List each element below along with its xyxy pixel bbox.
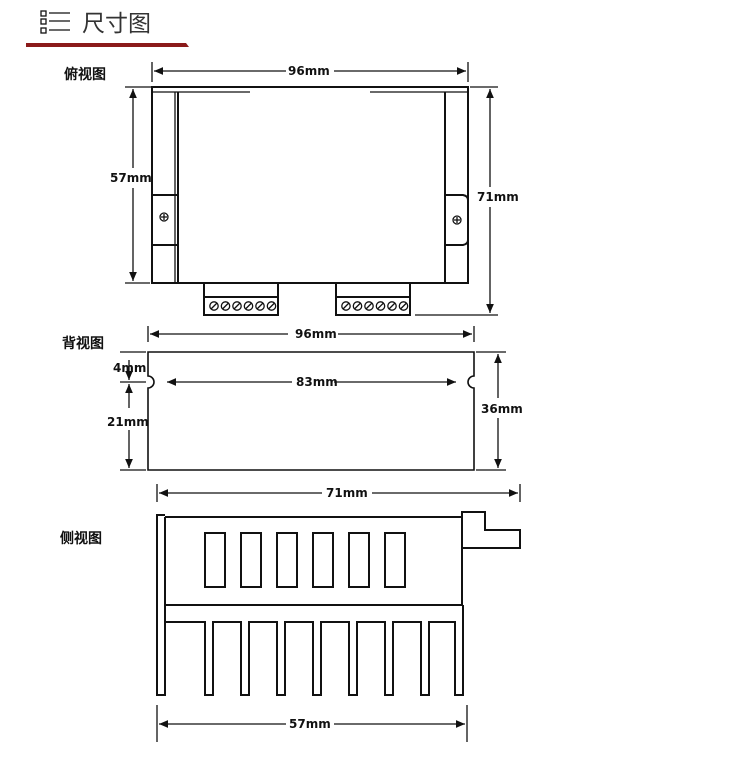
terminal-block-left	[203, 282, 279, 316]
side-view-label: 侧视图	[60, 530, 102, 547]
screw-icon	[159, 212, 169, 222]
vent-window	[240, 532, 262, 588]
terminal-screw-icon	[255, 301, 265, 311]
terminal-screw-icon	[387, 301, 397, 311]
vent-window	[204, 532, 226, 588]
back-width-dim: 96mm	[295, 327, 337, 341]
vent-window	[312, 532, 334, 588]
back-view	[120, 326, 506, 471]
terminal-screw-icon	[220, 301, 231, 311]
terminal-block-right	[335, 282, 411, 316]
vent-window	[276, 532, 298, 588]
vent-window	[384, 532, 406, 588]
page-title: 尺寸图	[82, 11, 151, 37]
terminal-screw-icon	[375, 301, 386, 311]
terminal-screw-icon	[364, 301, 374, 311]
back-offset-dim: 4mm	[113, 361, 146, 375]
terminal-screw-icon	[243, 301, 254, 311]
list-icon	[40, 10, 70, 34]
top-view-label: 俯视图	[64, 66, 106, 83]
back-lower-dim: 21mm	[107, 415, 149, 429]
top-inner-height-dim: 57mm	[110, 171, 152, 185]
terminal-screw-icon	[232, 301, 242, 311]
back-hole-spacing-dim: 83mm	[296, 375, 338, 389]
title-underline	[26, 43, 189, 47]
side-top-width-dim: 71mm	[326, 486, 368, 500]
top-width-dim: 96mm	[288, 64, 330, 78]
screw-icon	[452, 215, 462, 225]
terminal-screw-icon	[398, 301, 409, 311]
top-view	[125, 62, 498, 316]
terminal-screw-icon	[266, 301, 277, 311]
top-total-height-dim: 71mm	[477, 190, 519, 204]
terminal-screw-icon	[341, 301, 351, 311]
terminal-screw-icon	[209, 301, 219, 311]
terminal-screw-icon	[352, 301, 363, 311]
side-view	[156, 484, 521, 742]
back-view-label: 背视图	[62, 335, 104, 352]
vent-window	[348, 532, 370, 588]
side-bottom-width-dim: 57mm	[289, 717, 331, 731]
back-height-dim: 36mm	[481, 402, 523, 416]
